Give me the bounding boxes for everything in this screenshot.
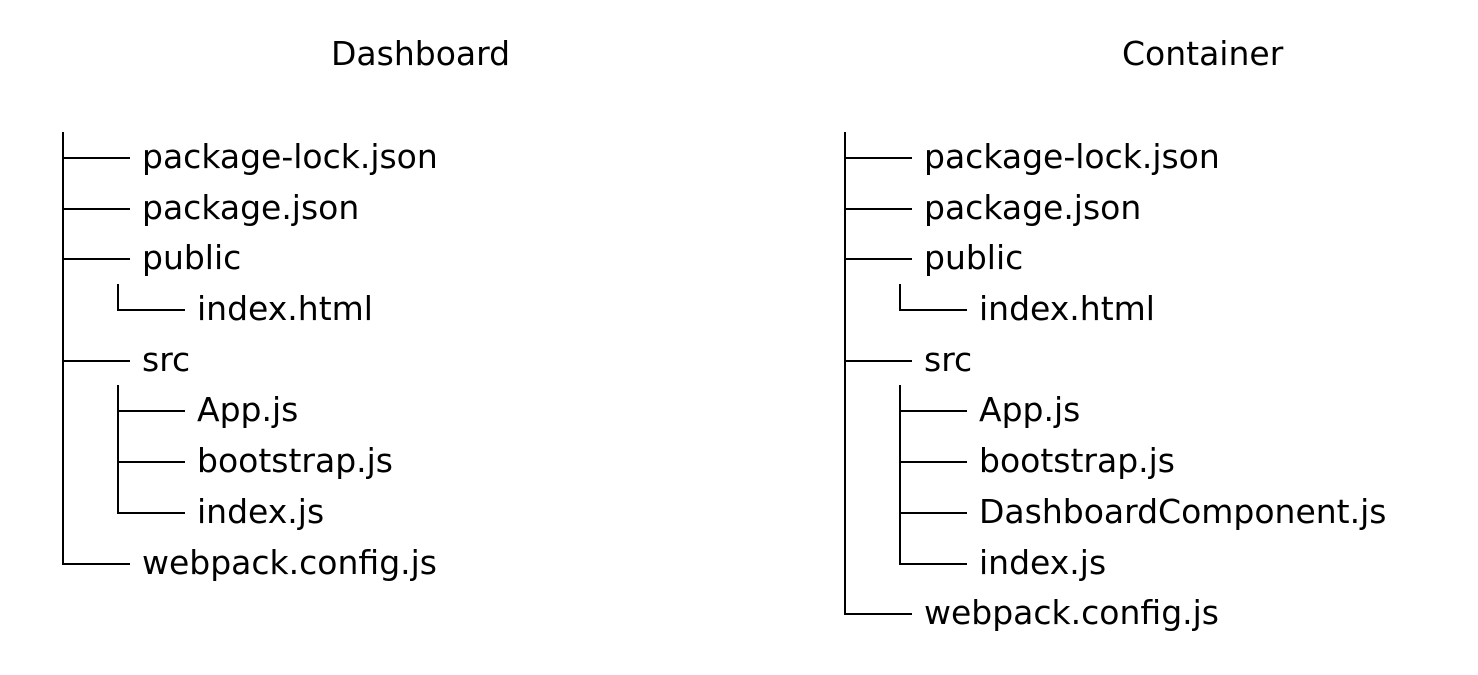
tree-row: public [782, 233, 1478, 285]
tree-trunk-line [844, 588, 846, 615]
tree-branch-line [117, 511, 185, 514]
tree-trunk-line [62, 537, 64, 564]
tree-trunk-line [62, 284, 64, 335]
tree-branch-line [62, 359, 130, 362]
tree-trunk-line [844, 537, 846, 589]
tree-row: webpack.config.js [782, 588, 1478, 639]
app-js-entry: App.js [979, 390, 1081, 430]
tree-branch-line [62, 207, 130, 210]
package-lock-json-entry: package-lock.json [924, 137, 1220, 176]
tree-row: index.js [782, 537, 1478, 589]
index-html-entry: index.html [979, 289, 1155, 329]
src-entry: src [142, 339, 191, 379]
container-tree-title: Container [1122, 34, 1284, 73]
tree-trunk-line [62, 436, 64, 487]
tree-row: src [0, 334, 739, 386]
tree-row: bootstrap.js [0, 436, 739, 487]
tree-row: public [0, 233, 739, 285]
tree-branch-line [899, 562, 967, 565]
tree-trunk-line [844, 385, 846, 437]
tree-row: package-lock.json [0, 132, 739, 183]
dashboard-tree-title: Dashboard [331, 34, 511, 73]
tree-row: src [782, 334, 1478, 386]
container-tree-rows: package-lock.json package.json public index… [782, 132, 1478, 639]
tree-branch-line [117, 461, 185, 464]
webpack-config-js-entry: webpack.config.js [924, 593, 1219, 633]
tree-subtrunk-line [899, 537, 901, 564]
tree-branch-line [844, 207, 912, 210]
tree-branch-line [899, 461, 967, 464]
dashboard-tree-rows: package-lock.json package.json public index… [0, 132, 739, 588]
src-entry: src [924, 339, 973, 379]
tree-branch-line [844, 157, 912, 159]
package-json-entry: package.json [924, 187, 1142, 227]
tree-branch-line [62, 562, 130, 565]
tree-subtrunk-line [899, 284, 901, 311]
public-entry: public [924, 238, 1024, 278]
tree-row: package.json [782, 182, 1478, 234]
webpack-config-js-entry: webpack.config.js [142, 542, 437, 582]
package-lock-json-entry: package-lock.json [142, 137, 438, 176]
tree-branch-line [899, 410, 967, 413]
tree-branch-line [899, 309, 967, 312]
dashboardcomponent-js-entry: DashboardComponent.js [979, 491, 1387, 531]
tree-row: index.html [782, 284, 1478, 335]
tree-branch-line [844, 258, 912, 261]
tree-row: index.js [0, 486, 739, 538]
tree-trunk-line [62, 486, 64, 538]
tree-row: webpack.config.js [0, 537, 739, 589]
tree-branch-line [117, 410, 185, 413]
tree-row: App.js [782, 385, 1478, 437]
tree-branch-line [844, 613, 912, 616]
tree-branch-line [62, 157, 130, 159]
tree-row: DashboardComponent.js [782, 486, 1478, 538]
tree-trunk-line [844, 436, 846, 487]
tree-branch-line [62, 258, 130, 261]
tree-subtrunk-line [117, 486, 119, 513]
tree-subtrunk-line [117, 284, 119, 311]
bootstrap-js-entry: bootstrap.js [197, 441, 393, 481]
package-json-entry: package.json [142, 187, 360, 227]
tree-branch-line [844, 359, 912, 362]
index-js-entry: index.js [979, 542, 1107, 582]
index-js-entry: index.js [197, 491, 325, 531]
bootstrap-js-entry: bootstrap.js [979, 441, 1175, 481]
public-entry: public [142, 238, 242, 278]
tree-row: App.js [0, 385, 739, 437]
tree-row: bootstrap.js [782, 436, 1478, 487]
tree-row: package.json [0, 182, 739, 234]
tree-trunk-line [62, 385, 64, 437]
index-html-entry: index.html [197, 289, 373, 329]
app-js-entry: App.js [197, 390, 299, 430]
tree-trunk-line [844, 486, 846, 538]
tree-branch-line [117, 309, 185, 312]
tree-trunk-line [844, 284, 846, 335]
tree-branch-line [899, 511, 967, 514]
tree-row: index.html [0, 284, 739, 335]
tree-row: package-lock.json [782, 132, 1478, 183]
